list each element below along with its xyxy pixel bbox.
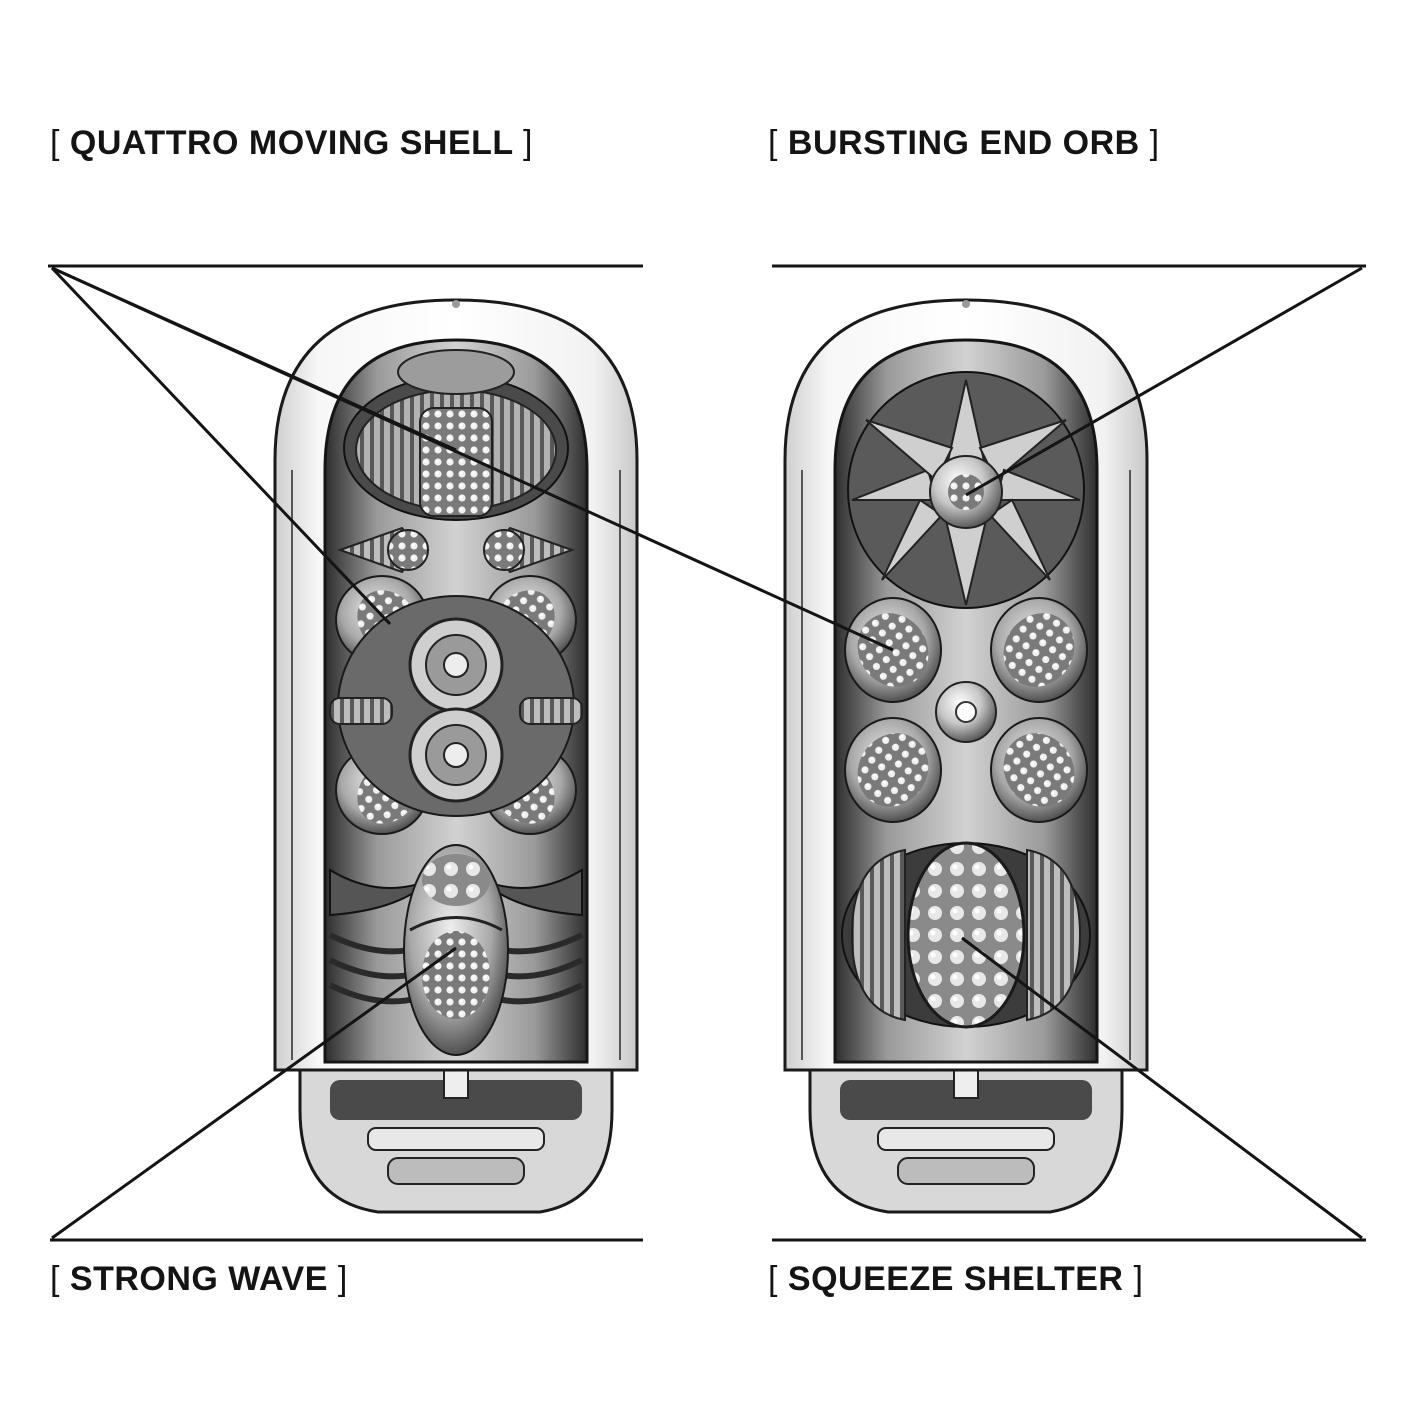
callout-tr-pointer (965, 266, 1363, 497)
right-unit (783, 298, 1149, 1214)
left-central-gears (329, 595, 583, 817)
right-squeeze-shelter (841, 841, 1091, 1029)
label-text: SQUEEZE SHELTER (787, 1260, 1124, 1298)
label-strong-wave: [ STRONG WAVE ] (50, 1260, 348, 1298)
callout-tl-pointer-3 (51, 266, 894, 652)
right-bottom-cap (808, 1063, 1124, 1214)
callout-bl-pointer (51, 946, 457, 1240)
label-quattro-moving-shell: [ QUATTRO MOVING SHELL ] (50, 124, 533, 162)
label-text: BURSTING END ORB (787, 124, 1140, 162)
label-squeeze-shelter: [ SQUEEZE SHELTER ] (768, 1260, 1144, 1298)
right-bursting-orb (847, 371, 1085, 609)
label-text: QUATTRO MOVING SHELL (69, 124, 514, 162)
left-spike-row (337, 526, 575, 574)
left-bottom-cap (298, 1063, 614, 1214)
callout-tl-pointer-1 (50, 266, 392, 626)
callout-lines (48, 264, 1366, 1242)
label-bursting-end-orb: [ BURSTING END ORB ] (768, 124, 1160, 162)
left-strong-wave (328, 844, 584, 1056)
label-text: STRONG WAVE (69, 1260, 328, 1298)
callout-br-pointer (961, 936, 1363, 1240)
left-unit (273, 298, 639, 1214)
